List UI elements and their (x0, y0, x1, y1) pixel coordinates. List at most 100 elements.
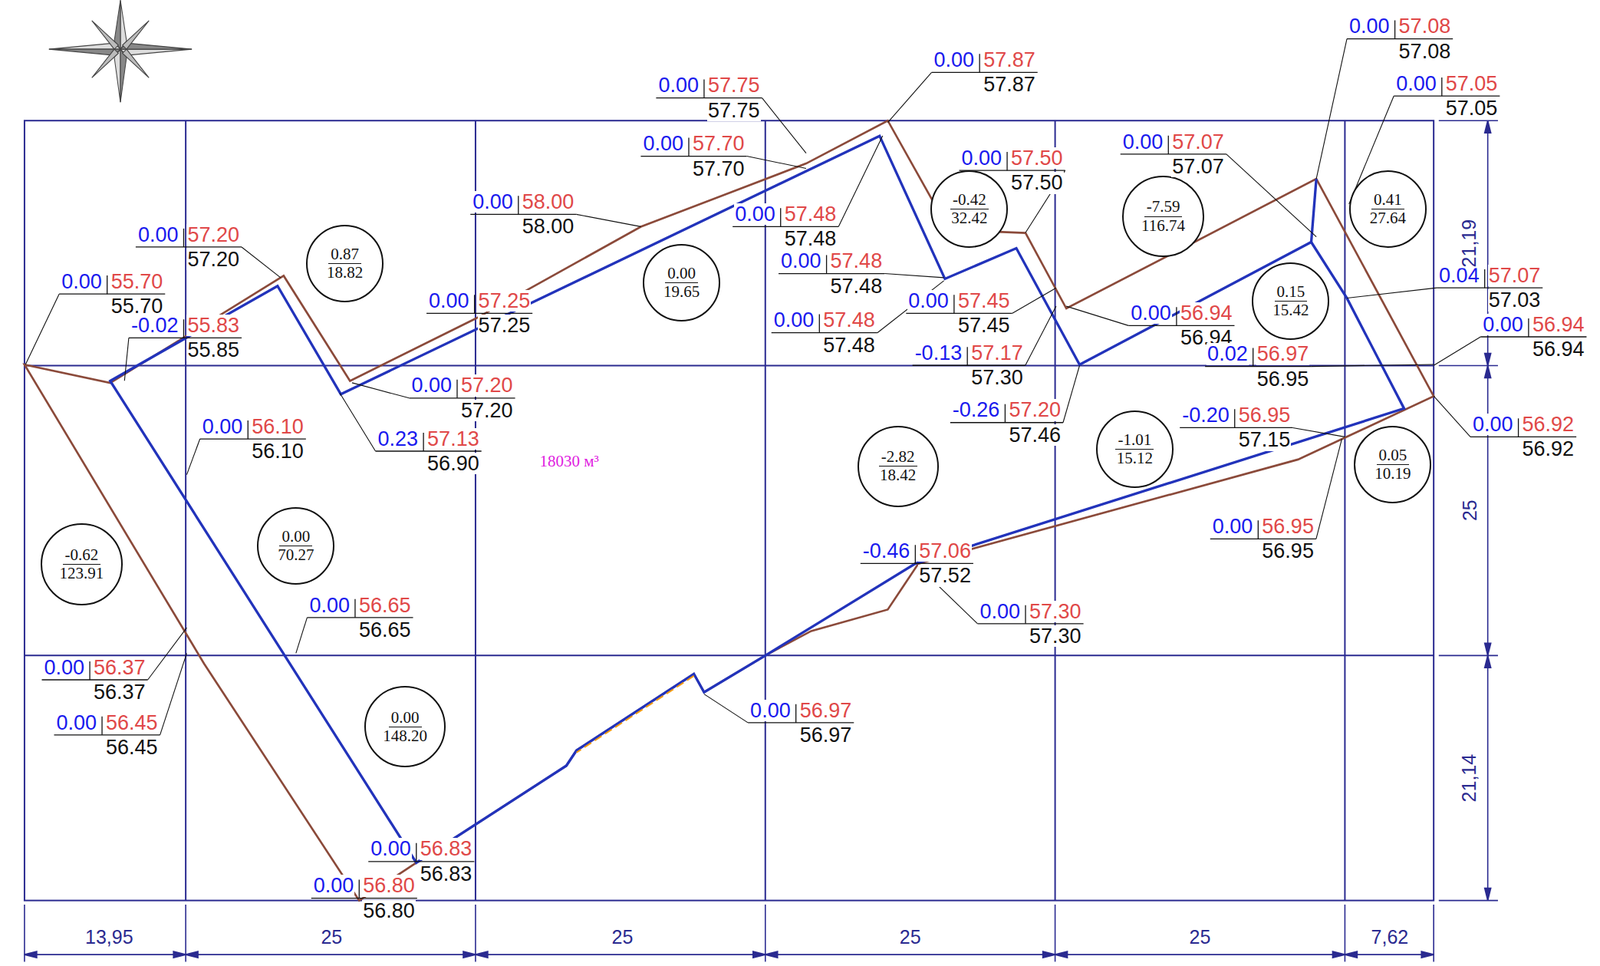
leader-line (25, 293, 60, 365)
existing-mark: 56.80 (362, 899, 416, 922)
leader-line (1063, 365, 1080, 423)
design-mark: 57.20 (186, 223, 241, 246)
leader-line (474, 294, 475, 313)
leader-line (1394, 19, 1396, 39)
design-mark: 57.17 (970, 342, 1024, 364)
leader-line (1025, 306, 1057, 366)
volume-circle: 0.0510.19 (1353, 425, 1432, 504)
leader-line (1024, 605, 1026, 624)
work-mark: 0.00 (749, 699, 792, 721)
work-mark: -0.46 (862, 539, 912, 562)
design-mark: 57.48 (829, 250, 884, 272)
dimension-label: 7,62 (1370, 926, 1410, 947)
leader-line (354, 599, 356, 618)
leader-line (1433, 336, 1481, 366)
work-mark: 0.00 (933, 49, 976, 71)
design-mark: 56.95 (1237, 404, 1292, 426)
leader-line (1210, 538, 1317, 540)
average-mark: -1.01 (1115, 431, 1154, 450)
existing-mark: 57.50 (1010, 171, 1064, 194)
existing-mark: 56.10 (250, 440, 305, 462)
volume-circle: 0.00148.20 (364, 685, 446, 768)
leader-line (905, 312, 1012, 314)
existing-mark: 57.05 (1445, 97, 1499, 119)
volume-circle: 0.4127.64 (1349, 170, 1427, 248)
design-mark: 57.48 (822, 309, 876, 331)
average-mark: 0.00 (279, 527, 313, 547)
leader-line (887, 72, 932, 122)
design-mark: 55.70 (110, 270, 165, 293)
compass-rose (49, 0, 192, 103)
design-mark: 57.30 (1028, 600, 1083, 623)
dimension-label: 25 (1188, 926, 1212, 947)
volume-circle: 0.0070.27 (256, 506, 335, 585)
dimension-label: 25 (898, 926, 922, 947)
work-mark: 0.00 (60, 270, 103, 293)
leader-line (311, 897, 418, 899)
leader-line (1179, 427, 1293, 428)
leader-line (747, 721, 854, 723)
volume-value: 27.64 (1367, 209, 1409, 228)
existing-mark: 56.65 (358, 618, 412, 641)
design-mark: 56.97 (1256, 342, 1311, 365)
design-mark: 57.87 (982, 49, 1037, 71)
design-mark: 57.45 (957, 289, 1011, 312)
design-mark: 57.20 (1007, 398, 1062, 421)
leader-line (358, 879, 360, 899)
dimension-label: 25 (1459, 498, 1480, 522)
leader-line (375, 450, 482, 452)
work-mark: 0.00 (471, 190, 514, 213)
leader-line (884, 273, 944, 278)
existing-mark: 57.70 (691, 158, 746, 180)
existing-mark: 56.83 (419, 862, 474, 885)
existing-mark: 56.94 (1531, 338, 1586, 360)
volume-value: 19.65 (661, 283, 702, 301)
average-mark: 0.05 (1376, 446, 1410, 465)
existing-mark: 57.30 (970, 366, 1024, 389)
leader-line (915, 544, 916, 563)
leader-line (931, 72, 1038, 73)
work-mark: 0.00 (1129, 302, 1173, 324)
leader-line (1128, 325, 1235, 326)
leader-line (88, 661, 90, 680)
existing-mark: 55.85 (186, 339, 241, 361)
work-mark: 0.00 (1122, 131, 1165, 153)
leader-line (1292, 427, 1345, 437)
leader-line (640, 155, 747, 157)
design-mark: 57.25 (477, 289, 532, 312)
average-mark: 0.87 (328, 245, 362, 264)
volume-value: 18.42 (877, 466, 919, 484)
leader-line (101, 716, 103, 735)
average-mark: -0.42 (950, 190, 989, 210)
leader-line (106, 275, 108, 294)
existing-mark: 57.45 (957, 314, 1011, 336)
existing-mark: 56.90 (426, 452, 481, 475)
leader-line (42, 678, 149, 680)
work-mark: 0.00 (734, 203, 777, 225)
leader-line (1226, 154, 1317, 238)
leader-line (1234, 408, 1235, 428)
dimension-label: 21,14 (1459, 752, 1480, 803)
work-mark: -0.13 (914, 342, 964, 364)
work-mark: 0.00 (427, 289, 471, 312)
design-mark: 57.70 (691, 132, 746, 155)
design-mark: 56.80 (362, 874, 416, 896)
existing-mark: 57.48 (783, 227, 838, 250)
leader-line (408, 397, 515, 399)
leader-line (53, 734, 160, 735)
work-mark: 0.00 (312, 874, 356, 896)
leader-line (1316, 438, 1343, 539)
zero-work-line (110, 135, 1405, 863)
dimension-label: 13,95 (84, 926, 135, 947)
leader-line (247, 420, 249, 439)
design-mark: 57.20 (460, 374, 514, 396)
leader-line (306, 616, 413, 618)
leader-line (576, 213, 641, 227)
leader-line (183, 228, 185, 247)
existing-mark: 57.15 (1237, 428, 1292, 451)
design-mark: 58.00 (521, 190, 576, 213)
volume-circle: 0.1515.42 (1251, 262, 1330, 340)
design-mark: 56.65 (358, 594, 412, 616)
existing-mark: 56.95 (1260, 539, 1315, 562)
leader-line (732, 226, 839, 228)
